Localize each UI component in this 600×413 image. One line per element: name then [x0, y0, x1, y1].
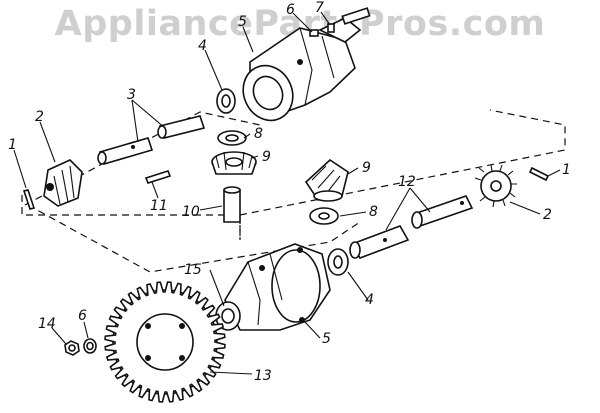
nut-14	[64, 340, 80, 356]
washer-4-top	[216, 88, 236, 114]
top-screw	[309, 23, 335, 37]
label-6-top: 6	[286, 2, 295, 18]
shaft-3-a	[97, 137, 154, 165]
label-15: 15	[184, 262, 202, 278]
label-8-bottom: 8	[369, 204, 378, 220]
label-5-bottom: 5	[322, 331, 331, 347]
label-2-left: 2	[35, 109, 44, 125]
label-13: 13	[254, 368, 272, 384]
label-7: 7	[315, 0, 324, 16]
pin-11	[144, 170, 172, 184]
bevel-gear-9-right	[304, 158, 349, 202]
upper-housing	[242, 7, 371, 122]
washer-8-top	[217, 130, 247, 146]
pinion-gear-2-left	[43, 159, 83, 207]
pin-1-right	[528, 166, 550, 182]
label-12: 12	[398, 174, 416, 190]
pin-1-left	[22, 189, 36, 210]
pinion-gear-2-right	[474, 164, 517, 208]
washer-6-bottom	[83, 338, 97, 354]
label-14: 14	[38, 316, 56, 332]
label-5-top: 5	[238, 14, 247, 30]
label-4-top: 4	[198, 38, 207, 54]
shaft-12-b	[411, 195, 474, 229]
label-3: 3	[127, 87, 136, 103]
label-8-top: 8	[254, 126, 263, 142]
assembly-outline-lower	[24, 111, 361, 273]
washer-8-bottom	[309, 207, 339, 225]
label-2-right: 2	[543, 207, 552, 223]
label-1-left: 1	[8, 137, 17, 153]
bevel-gear-9-top	[211, 151, 257, 175]
label-11: 11	[150, 198, 168, 214]
assembly-outline-upper	[21, 109, 566, 240]
shaft-3-b	[157, 115, 206, 139]
label-9-top: 9	[262, 149, 271, 165]
label-4-bottom: 4	[365, 292, 374, 308]
label-9-bottom: 9	[362, 160, 371, 176]
sprocket-13	[104, 281, 226, 403]
shaft-12-a	[349, 225, 410, 259]
leader-lines	[13, 11, 561, 375]
pin-10	[223, 186, 241, 223]
lower-housing	[215, 243, 331, 331]
label-10: 10	[182, 204, 200, 220]
washer-4-bottom	[327, 248, 349, 276]
label-6-bottom: 6	[78, 308, 87, 324]
label-1-right: 1	[562, 162, 571, 178]
